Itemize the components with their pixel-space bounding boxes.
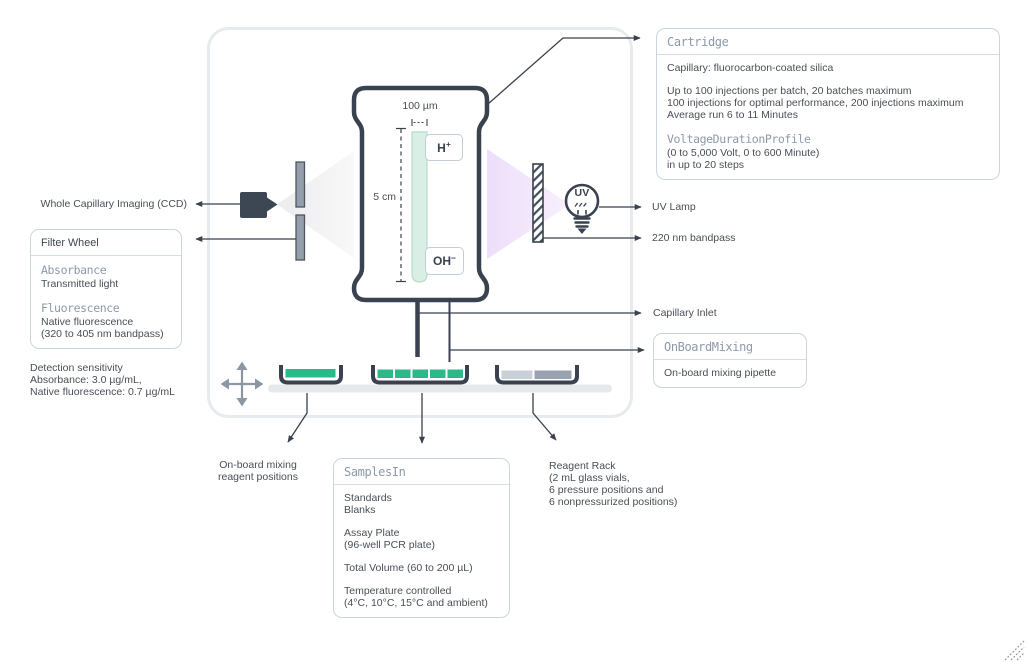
voltage-duration-text: (0 to 5,000 Volt, 0 to 600 Minute) in up… <box>667 147 820 171</box>
absorbance-text: Transmitted light <box>41 278 119 290</box>
camera-light-cone <box>277 151 354 258</box>
capillary-length-label: 5 cm <box>373 191 396 203</box>
oh-minus-chip: OH− <box>425 247 464 275</box>
capillary-width-bracket <box>411 119 428 126</box>
tray-brackets <box>279 365 579 385</box>
cartridge-injections-text: Up to 100 injections per batch, 20 batch… <box>667 85 964 121</box>
uv-lamp-icon <box>564 183 600 234</box>
capillary-channel <box>411 131 428 283</box>
h-plus-chip: H+ <box>425 134 463 161</box>
samples-temperature-text: Temperature controlled (4°C, 10°C, 15°C … <box>344 585 488 609</box>
cartridge-capillary-text: Capillary: fluorocarbon-coated silica <box>667 62 834 74</box>
onboard-reagent-strip <box>285 369 336 378</box>
filter-wheel-icon <box>295 161 306 261</box>
ccd-camera-icon <box>240 192 278 218</box>
onboard-positions-label: On-board mixing reagent positions <box>218 459 298 483</box>
detection-sensitivity-label: Detection sensitivity Absorbance: 3.0 µg… <box>30 362 175 398</box>
samples-in-panel-title: SamplesIn <box>334 459 509 485</box>
cartridge-panel-body: Capillary: fluorocarbon-coated silica Up… <box>657 55 999 179</box>
samples-standards-text: Standards Blanks <box>344 492 392 516</box>
capillary-inlet-label: Capillary Inlet <box>653 307 717 319</box>
capillary-length-bracket <box>396 127 406 283</box>
oh-minus-base: OH <box>433 254 452 268</box>
cartridge-panel-title: Cartridge <box>657 29 999 55</box>
uv-bulb-text: UV <box>574 186 590 199</box>
fluorescence-subtitle: Fluorescence <box>41 301 120 315</box>
arrow-to-reagent-rack-label <box>532 393 557 441</box>
fluorescence-text: Native fluorescence (320 to 405 nm bandp… <box>41 316 164 340</box>
reagent-rack-label: Reagent Rack (2 mL glass vials, 6 pressu… <box>549 460 678 508</box>
sample-stage-bar <box>268 384 612 393</box>
absorbance-subtitle: Absorbance <box>41 263 107 277</box>
filter-wheel-panel: Filter Wheel Absorbance Transmitted ligh… <box>30 229 182 349</box>
sample-vial-strip <box>377 369 463 378</box>
oh-minus-sup: − <box>451 252 456 263</box>
onboard-mixing-panel-body: On-board mixing pipette <box>664 367 777 379</box>
filter-wheel-panel-title: Filter Wheel <box>31 230 181 256</box>
bandpass-label: 220 nm bandpass <box>652 232 736 244</box>
arrow-to-reagent-positions-label <box>287 393 308 443</box>
ccd-label: Whole Capillary Imaging (CCD) <box>40 198 187 210</box>
voltage-duration-subtitle: VoltageDurationProfile <box>667 132 811 146</box>
bandpass-filter-icon <box>532 163 544 243</box>
capillary-width-label: 100 µm <box>402 100 438 112</box>
resize-handle-icon <box>1004 640 1025 661</box>
uv-light-beam <box>487 149 570 259</box>
arrow-to-cartridge-panel <box>487 35 641 105</box>
stage-move-icon <box>220 361 264 407</box>
samples-assay-plate-text: Assay Plate (96-well PCR plate) <box>344 527 436 551</box>
onboard-mixing-panel-title: OnBoardMixing <box>654 334 806 360</box>
reagent-rack-segment-dark <box>534 370 572 379</box>
h-plus-sup: + <box>445 139 451 149</box>
reagent-rack-segment-light <box>501 370 533 379</box>
samples-in-panel: SamplesIn Standards Blanks Assay Plate (… <box>333 458 510 618</box>
h-plus-base: H <box>437 140 446 155</box>
cartridge-panel: Cartridge Capillary: fluorocarbon-coated… <box>656 28 1000 180</box>
filter-wheel-panel-body: Absorbance Transmitted light Fluorescenc… <box>31 256 181 348</box>
annotation-arrows <box>195 35 645 444</box>
samples-in-panel-body: Standards Blanks Assay Plate (96-well PC… <box>334 485 509 617</box>
onboard-mixing-panel: OnBoardMixing On-board mixing pipette <box>653 333 807 388</box>
samples-volume-text: Total Volume (60 to 200 µL) <box>344 562 473 574</box>
uv-lamp-label: UV Lamp <box>652 201 696 213</box>
